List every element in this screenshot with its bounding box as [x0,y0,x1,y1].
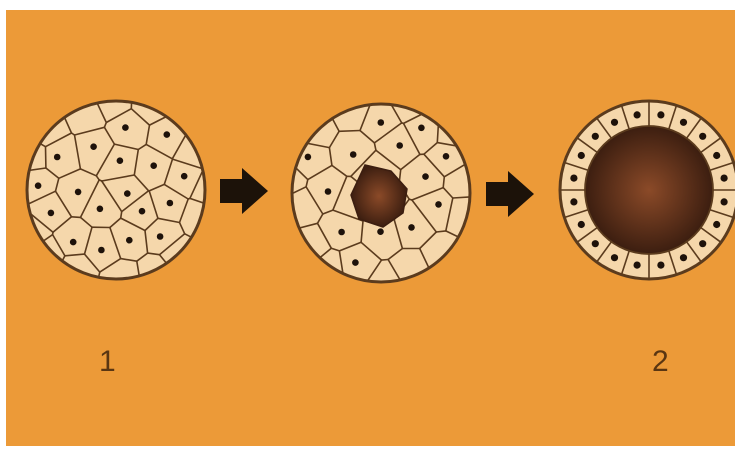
cell-nucleus [35,182,42,189]
cell-nucleus [592,240,599,247]
cell-nucleus [721,175,728,182]
cell-membrane [440,10,542,105]
cell-nucleus [408,224,415,231]
cell-nucleus [338,229,345,236]
cell-nucleus [634,262,641,269]
cell-nucleus [164,131,171,138]
cell-nucleus [611,254,618,261]
cell-membrane [339,131,360,132]
cell-nucleus [418,125,425,132]
cell-nucleus [396,142,403,149]
cell-nucleus [305,154,312,161]
cell-nucleus [54,154,61,161]
cell-nucleus [325,188,332,195]
cell-nucleus [699,133,706,140]
cell-nucleus [611,119,618,126]
cell-nucleus [634,111,641,118]
cell-nucleus [680,254,687,261]
cell-membrane [382,260,389,261]
cell-nucleus [657,262,664,269]
cell-nucleus [713,221,720,228]
cell-nucleus [48,210,55,217]
cell-membrane [72,217,81,218]
cell-nucleus [157,233,164,240]
cell-membrane [443,177,444,188]
cell-membrane [131,10,141,109]
cell-membrane [6,193,22,207]
cell-membrane [54,272,100,446]
cell-nucleus [352,259,359,266]
cell-membrane [6,235,53,358]
cell-nucleus [122,124,129,131]
cell-nucleus [443,153,450,160]
cell-membrane [388,260,501,447]
cell-membrane [166,248,331,386]
cell-nucleus [350,151,357,158]
cell-nucleus [167,200,174,207]
cell-membrane [420,249,513,446]
cell-nucleus [377,228,384,235]
cell-nucleus [150,162,157,169]
diagram-panel: 1 2 [6,10,735,446]
cell-nucleus [139,208,146,215]
cell-nucleus [713,152,720,159]
cell-nucleus [70,239,77,246]
cell-nucleus [181,173,188,180]
cell-cavitation-diagram [6,10,735,446]
cell-nucleus [570,198,577,205]
cell-nucleus [435,201,442,208]
cell-nucleus [75,189,82,196]
cell-membrane [6,10,71,133]
cell-membrane [6,43,46,146]
cell-nucleus [721,198,728,205]
cell-nucleus [578,152,585,159]
cell-nucleus [90,143,97,150]
cell-nucleus [126,237,133,244]
right-arrow-icon [220,168,268,214]
cell-membrane [160,255,296,420]
cell-membrane [137,261,173,446]
stage-2-label: 2 [652,347,669,377]
cell-nucleus [570,175,577,182]
cell-membrane [239,10,339,131]
cell-nucleus [592,133,599,140]
right-arrow-icon [486,171,534,217]
stage-3-hollow-blastula [560,101,735,279]
cell-nucleus [97,206,104,213]
cell-membrane [6,256,65,441]
cell-nucleus [422,173,429,180]
cell-nucleus [98,247,105,254]
cell-membrane [121,212,122,219]
cell-membrane [409,199,412,200]
cell-nucleus [378,119,385,126]
cell-nucleus [680,119,687,126]
cell-nucleus [657,111,664,118]
cell-nucleus [699,240,706,247]
cell-nucleus [124,190,131,197]
cell-nucleus [117,157,124,164]
cell-membrane [436,231,446,232]
stage-1-label: 1 [99,347,116,377]
cell-nucleus [578,221,585,228]
